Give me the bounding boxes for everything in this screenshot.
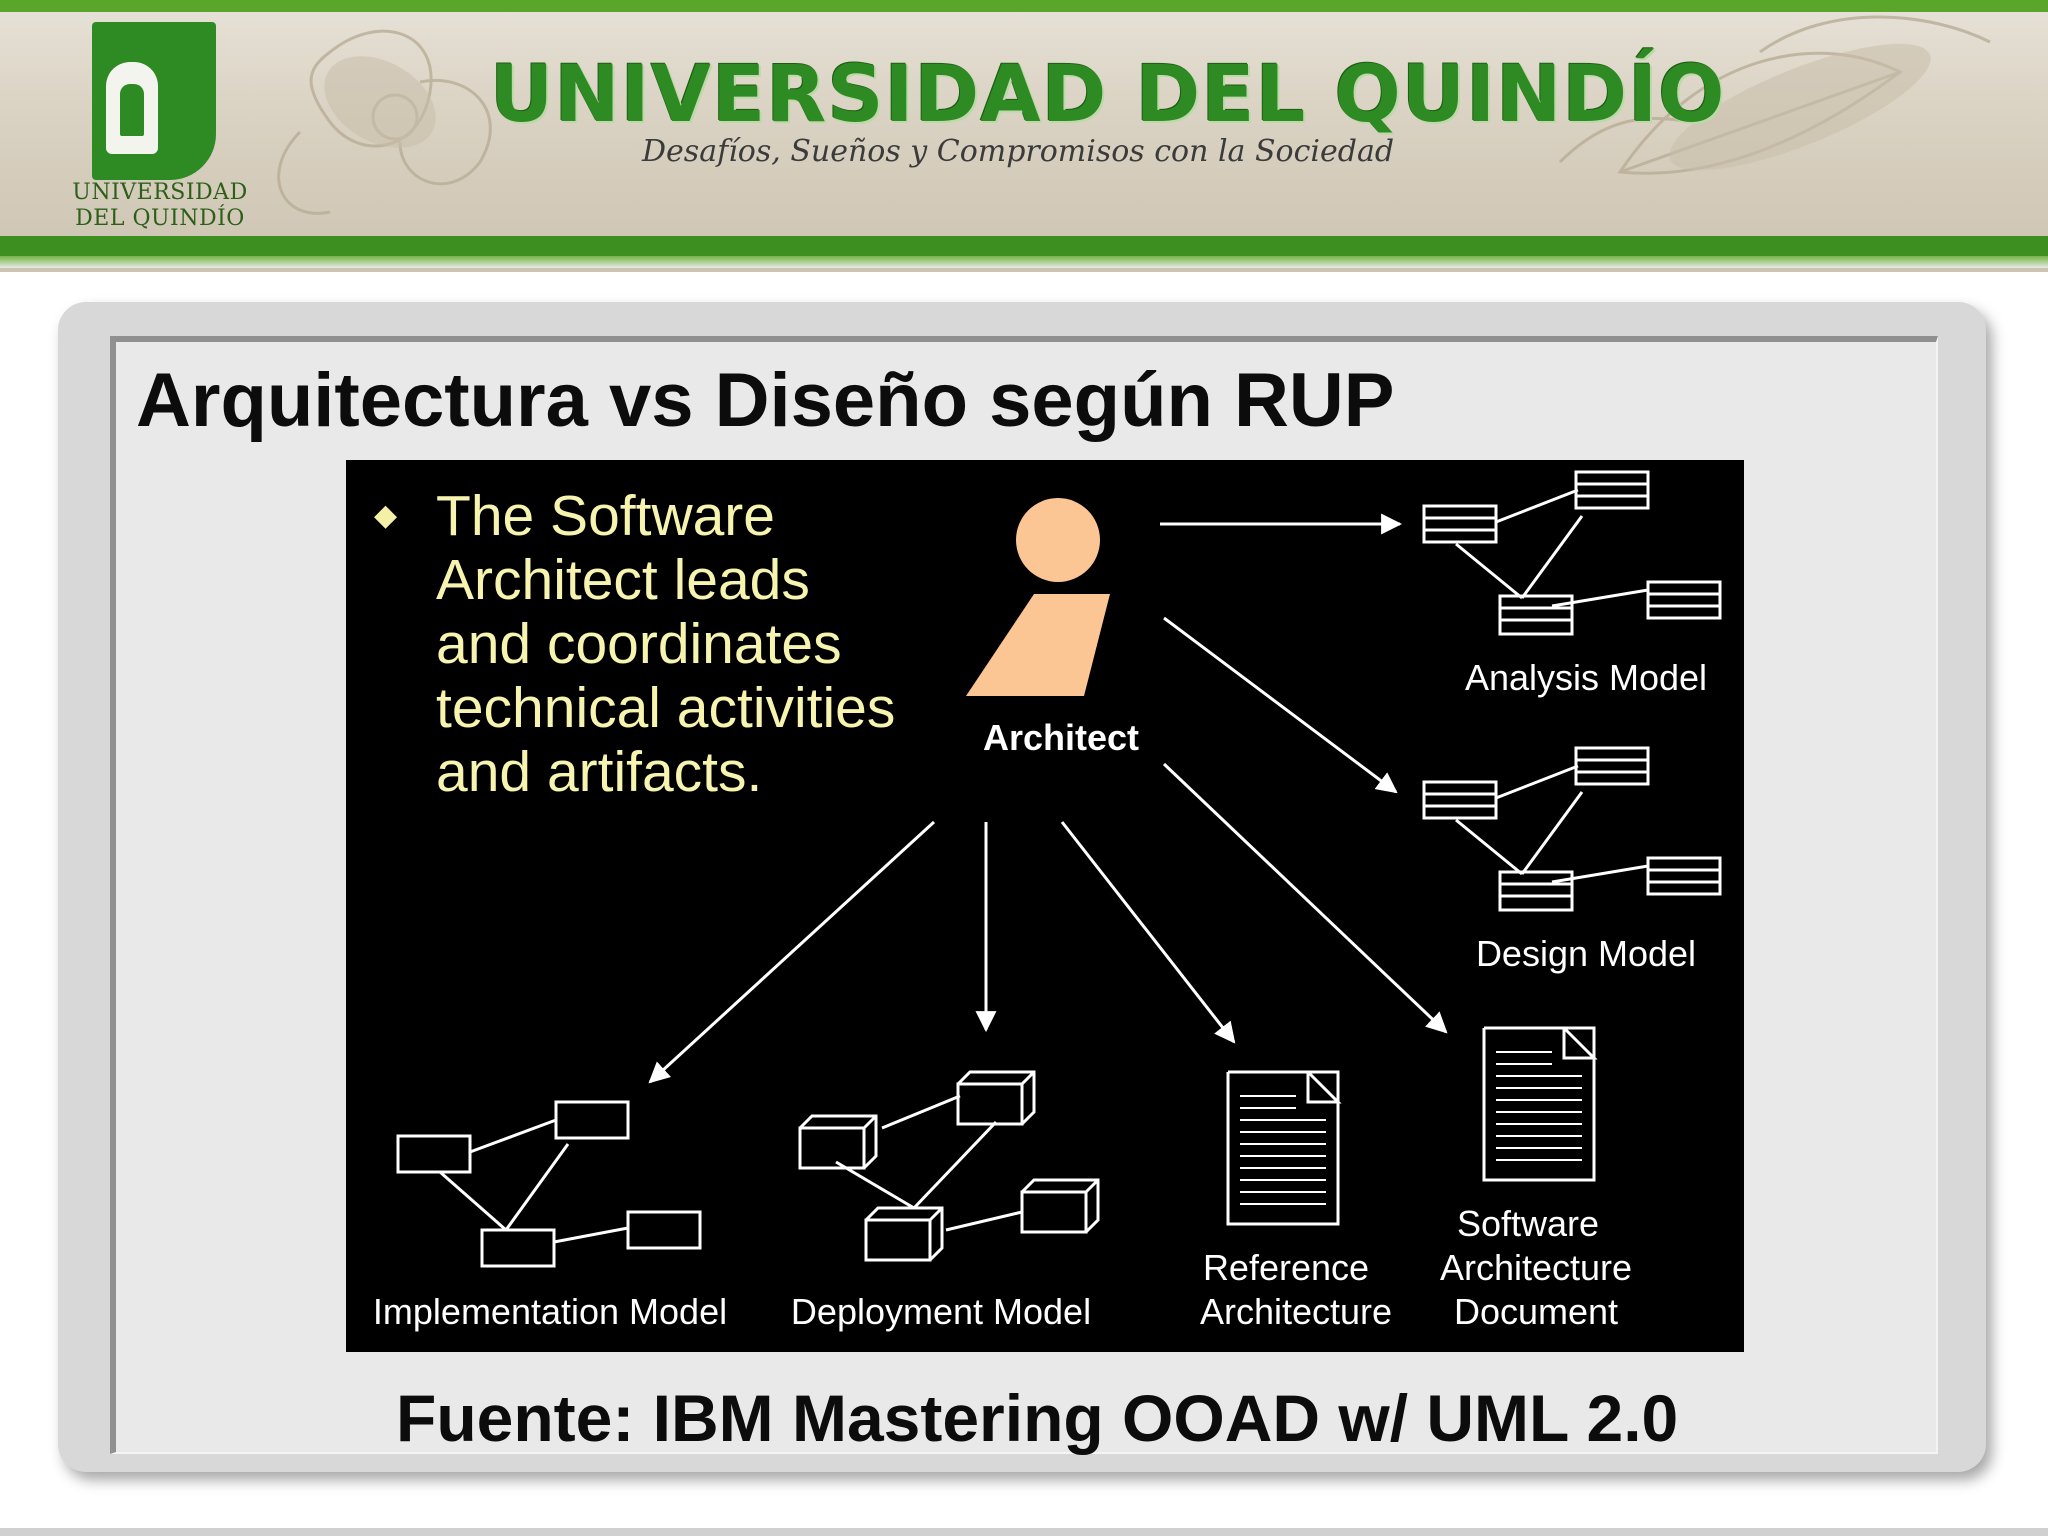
logo-emblem-cut — [120, 84, 144, 136]
implementation-model-icon — [396, 1100, 702, 1268]
arrow-to-design-model — [1163, 616, 1398, 794]
design-model-label: Design Model — [1475, 933, 1697, 974]
architect-actor-icon — [966, 498, 1110, 696]
logo-text-line2: DEL QUINDÍO — [75, 206, 245, 231]
logo-text: UNIVERSIDAD DEL QUINDÍO — [70, 180, 250, 232]
sad-label-line1: Software — [1456, 1203, 1600, 1244]
bottom-divider — [0, 1528, 2048, 1536]
banner-top-stripe — [0, 0, 2048, 12]
architect-label: Architect — [982, 717, 1140, 758]
reference-architecture-label-line1: Reference — [1202, 1247, 1370, 1288]
arrow-to-implementation-model — [648, 820, 936, 1084]
software-architecture-document-icon — [1482, 1026, 1598, 1182]
analysis-model-label: Analysis Model — [1464, 657, 1708, 698]
university-logo: UNIVERSIDAD DEL QUINDÍO — [70, 22, 250, 232]
diagram-graphics — [396, 470, 1722, 1268]
header-banner: UNIVERSIDAD DEL QUINDÍO UNIVERSIDAD DEL … — [0, 0, 2048, 272]
implementation-model-label: Implementation Model — [372, 1291, 728, 1332]
design-model-icon — [1422, 746, 1722, 912]
sad-label-line2: Architecture — [1439, 1247, 1633, 1288]
logo-text-line1: UNIVERSIDAD — [72, 180, 248, 205]
banner-bottom-fade — [0, 256, 2048, 268]
diamond-bullet-icon: ◆ — [374, 498, 398, 533]
university-name: UNIVERSIDAD DEL QUINDÍO — [490, 50, 1726, 140]
banner-leaf-decoration — [277, 15, 1991, 215]
rup-architect-diagram: ◆ The Software Architect leads and coord… — [346, 460, 1744, 1352]
deployment-model-icon — [798, 1070, 1100, 1262]
banner-bottom-stripe — [0, 236, 2048, 256]
slide-title: Arquitectura vs Diseño según RUP — [136, 358, 1395, 443]
source-citation: Fuente: IBM Mastering OOAD w/ UML 2.0 — [396, 1381, 1679, 1455]
arrow-to-reference-architecture — [1060, 821, 1236, 1044]
sad-label-line3: Document — [1453, 1291, 1619, 1332]
reference-architecture-label-line2: Architecture — [1199, 1291, 1393, 1332]
analysis-model-icon — [1422, 470, 1722, 636]
reference-architecture-document-icon — [1226, 1070, 1342, 1226]
university-motto: Desafíos, Sueños y Compromisos con la So… — [642, 134, 1395, 169]
bullet-text: The Software Architect leads and coordin… — [436, 484, 896, 804]
arrow-to-sad — [1162, 762, 1448, 1034]
deployment-model-label: Deployment Model — [790, 1291, 1092, 1332]
